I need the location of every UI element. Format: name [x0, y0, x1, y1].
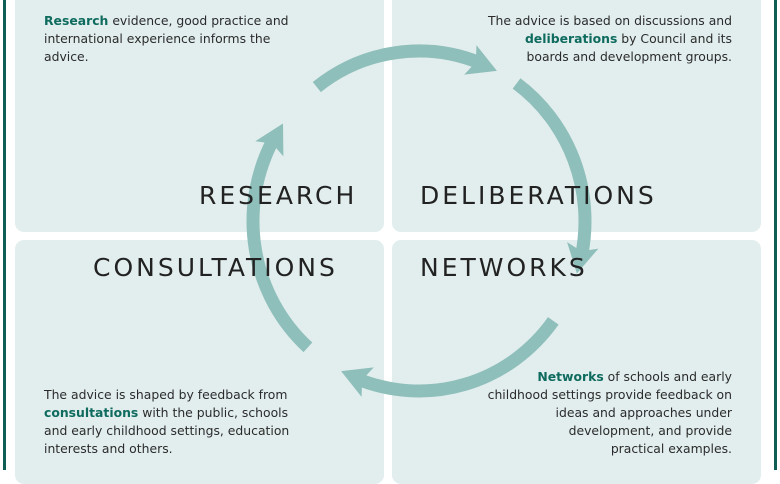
stage-label-research: RESEARCH [199, 181, 358, 210]
description-deliberations: The advice is based on discussions and d… [470, 12, 732, 66]
description-line: international experience informs the [44, 31, 271, 46]
description-text: of schools and early [603, 369, 732, 384]
stage-label-networks: NETWORKS [420, 253, 588, 282]
panel-consultations [15, 240, 384, 484]
description-line: practical examples. [610, 441, 732, 456]
description-line: Networks of schools and early [470, 368, 732, 386]
description-networks: Networks of schools and early childhood … [470, 368, 732, 458]
description-line: The advice is shaped by feedback from [44, 387, 288, 402]
description-line: consultations with the public, schools [44, 404, 324, 422]
frame-rule-right [774, 0, 777, 470]
description-consultations: The advice is shaped by feedback from co… [44, 386, 324, 458]
description-line: interests and others. [44, 441, 173, 456]
description-line: deliberations by Council and its [470, 30, 732, 48]
description-line: childhood settings provide feedback on [487, 387, 732, 402]
description-line: boards and development groups. [526, 49, 732, 64]
description-line: ideas and approaches under [555, 405, 732, 420]
frame-rule-left [3, 0, 6, 470]
description-line: Research evidence, good practice and [44, 12, 314, 30]
description-text: by Council and its [617, 31, 732, 46]
keyword-deliberations: deliberations [524, 31, 618, 46]
keyword-networks: Networks [537, 369, 604, 384]
keyword-research: Research [44, 13, 109, 28]
panel-research [15, 0, 384, 232]
description-line: The advice is based on discussions and [487, 13, 732, 28]
description-text: with the public, schools [138, 405, 289, 420]
description-line: and early childhood settings, education [44, 423, 290, 438]
description-text: evidence, good practice and [108, 13, 289, 28]
stage-label-consultations: CONSULTATIONS [93, 253, 338, 282]
keyword-consultations: consultations [44, 405, 139, 420]
description-line: development, and provide [568, 423, 732, 438]
description-line: advice. [44, 49, 89, 64]
stage-label-deliberations: DELIBERATIONS [420, 181, 657, 210]
description-research: Research evidence, good practice and int… [44, 12, 314, 66]
